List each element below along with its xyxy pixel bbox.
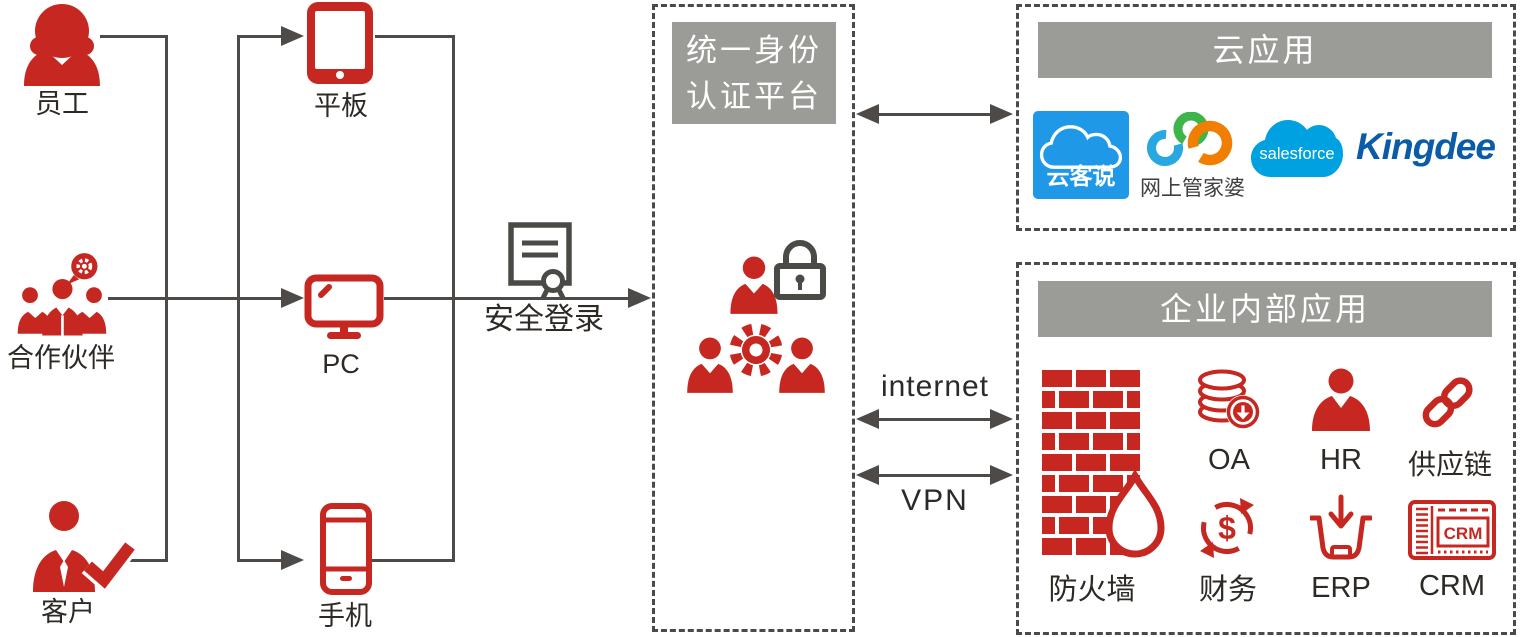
pc-label: PC: [322, 349, 360, 379]
kingdee-logo: Kingdee: [1356, 126, 1496, 167]
finance-icon: $: [1200, 498, 1254, 558]
arrowhead-phone: [281, 550, 304, 570]
connector-actors-bus: [165, 35, 168, 562]
arrowhead-platform: [628, 288, 651, 308]
phone-label: 手机: [318, 601, 372, 631]
link-internet-arrow-left: [856, 409, 879, 429]
cloud-apps-box: [1016, 4, 1516, 231]
supply-chain-label: 供应链: [1407, 449, 1492, 480]
oa-label: OA: [1208, 444, 1250, 476]
internet-label: internet: [880, 370, 990, 403]
firewall-icon: [1042, 370, 1165, 558]
hr-label: HR: [1320, 444, 1362, 476]
certificate-icon: [508, 222, 572, 298]
yunkeshuo-cloud-icon: [1039, 125, 1123, 169]
partner-icon: [17, 253, 107, 336]
connector-phone-out: [372, 559, 455, 562]
link-internet-line: [874, 418, 994, 421]
finance-label: 财务: [1198, 574, 1257, 606]
guanjiapo-logo-text: 网上管家婆: [1140, 177, 1245, 200]
internal-apps-title: 企业内部应用: [1038, 281, 1492, 337]
link-cloud-arrow-right: [990, 104, 1013, 124]
arrowhead-tablet: [281, 26, 304, 46]
platform-user-top-icon: [730, 256, 778, 314]
firewall-label: 防火墙: [1048, 574, 1136, 606]
connector-devices-bus: [237, 35, 240, 562]
phone-icon: [320, 503, 372, 595]
connector-to-phone: [238, 559, 284, 562]
link-cloud-arrow-left: [856, 104, 879, 124]
connector-secure-login: [384, 297, 630, 300]
platform-title-line2: 认证平台: [686, 79, 822, 114]
link-internet-arrow-right: [990, 409, 1013, 429]
customer-label: 客户: [41, 597, 95, 627]
salesforce-logo-text: salesforce: [1259, 145, 1334, 163]
connector-employee: [100, 35, 166, 38]
tablet-label: 平板: [314, 91, 368, 121]
salesforce-logo: salesforce: [1251, 120, 1343, 177]
link-vpn-line: [874, 474, 994, 477]
link-vpn-arrow-right: [990, 465, 1013, 485]
vpn-label: VPN: [901, 484, 969, 517]
finance-dollar-glyph: $: [1218, 510, 1236, 546]
arrowhead-pc: [281, 288, 304, 308]
platform-title: 统一身份 认证平台: [672, 22, 836, 124]
tablet-icon: [307, 2, 373, 84]
crm-icon-text: CRM: [1444, 524, 1483, 543]
link-cloud-line: [874, 113, 994, 116]
employee-label: 员工: [35, 89, 89, 119]
platform-title-line1: 统一身份: [686, 33, 822, 68]
connector-partner: [108, 297, 282, 300]
yunkeshuo-logo: 云客说: [1033, 111, 1129, 199]
guanjiapo-swirl-icon: [1147, 112, 1233, 166]
crm-icon: CRM: [1408, 500, 1496, 560]
secure-login-label: 安全登录: [484, 303, 604, 336]
connector-customer: [108, 559, 168, 562]
connector-to-tablet: [238, 35, 284, 38]
partner-label: 合作伙伴: [7, 343, 115, 373]
platform-box: [652, 4, 855, 632]
lock-icon: [774, 240, 826, 300]
oa-icon: [1198, 369, 1260, 429]
erp-icon: [1310, 494, 1372, 560]
hr-icon: [1312, 368, 1370, 431]
supply-chain-icon: [1422, 377, 1473, 428]
employee-icon: [24, 4, 100, 86]
customer-icon: [33, 501, 138, 594]
link-vpn-arrow-left: [856, 465, 879, 485]
platform-user-left-icon: [687, 337, 733, 393]
pc-icon: [304, 274, 384, 339]
erp-label: ERP: [1311, 572, 1371, 604]
yunkeshuo-logo-text: 云客说: [1046, 163, 1116, 189]
platform-user-right-icon: [779, 337, 825, 393]
internal-apps-box: [1016, 262, 1516, 635]
connector-tablet-out: [375, 35, 455, 38]
crm-label: CRM: [1418, 570, 1486, 602]
gear-icon: [729, 323, 783, 377]
cloud-apps-title: 云应用: [1038, 22, 1492, 78]
